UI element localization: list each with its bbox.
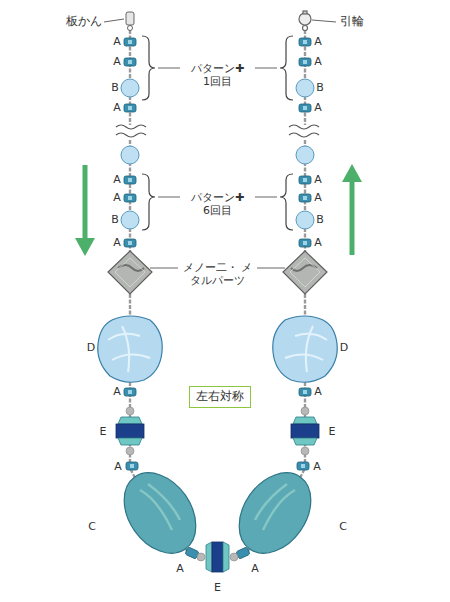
pattern-callout: パターン✚ 6回目	[187, 192, 249, 217]
bead-label: A	[113, 56, 121, 69]
bead-label: C	[88, 521, 96, 534]
plate-clasp	[104, 19, 124, 22]
plate-clasp	[128, 26, 133, 31]
bead-label: A	[114, 461, 122, 474]
bead-label: A	[176, 563, 184, 576]
bead-label: A	[314, 174, 322, 187]
bead-label: B	[111, 82, 119, 95]
bead-label: A	[314, 237, 322, 250]
bead-label: D	[340, 342, 348, 355]
bead-label: E	[329, 426, 336, 439]
direction-arrow	[342, 164, 362, 182]
pattern-callout: パターン✚ 1回目	[187, 63, 249, 88]
spring-ring	[299, 13, 311, 25]
spring-ring	[303, 26, 308, 31]
direction-arrow	[83, 165, 88, 240]
bead-label: A	[113, 36, 121, 49]
direction-arrow	[75, 164, 362, 256]
bead-label: B	[111, 214, 119, 227]
plate-clasp	[126, 12, 134, 25]
bead-label: A	[113, 192, 121, 205]
bottom-bead-e	[197, 553, 205, 561]
spring-ring	[299, 11, 336, 31]
bead-label: E	[214, 582, 221, 595]
right-half	[224, 30, 337, 567]
plate-clasp	[104, 12, 134, 31]
bead-label: A	[113, 174, 121, 187]
bead-label: A	[113, 102, 121, 115]
bottom-bead-e	[230, 553, 238, 561]
part-label: 引輪	[340, 15, 364, 29]
direction-arrow	[350, 180, 355, 255]
bead-label: A	[113, 386, 121, 399]
bead-label: E	[100, 426, 107, 439]
bead-label: A	[314, 36, 322, 49]
bottom-bead-e	[206, 542, 212, 572]
bead-label: B	[316, 214, 324, 227]
bead-label: A	[314, 386, 322, 399]
spring-ring	[303, 11, 307, 14]
bead-label: A	[313, 461, 321, 474]
part-callout: メノー二・ メタルパーツ	[182, 262, 252, 287]
bead-label: A	[314, 192, 322, 205]
bead-label: A	[251, 563, 259, 576]
part-label: 板かん	[66, 15, 102, 29]
bead-label: B	[316, 82, 324, 95]
note-text: 左右対称	[196, 389, 244, 405]
spring-ring	[312, 20, 336, 22]
left-half	[98, 30, 211, 567]
note-box: 左右対称	[189, 386, 251, 408]
bead-label: C	[339, 521, 347, 534]
bottom-bead-e	[223, 542, 229, 572]
bead-label: A	[314, 56, 322, 69]
bottom-bead-e	[197, 542, 238, 572]
direction-arrow	[75, 238, 95, 256]
bottom-bead-e	[212, 542, 223, 572]
bead-label: A	[314, 102, 322, 115]
bead-label: A	[113, 237, 121, 250]
bead-label: D	[87, 342, 95, 355]
